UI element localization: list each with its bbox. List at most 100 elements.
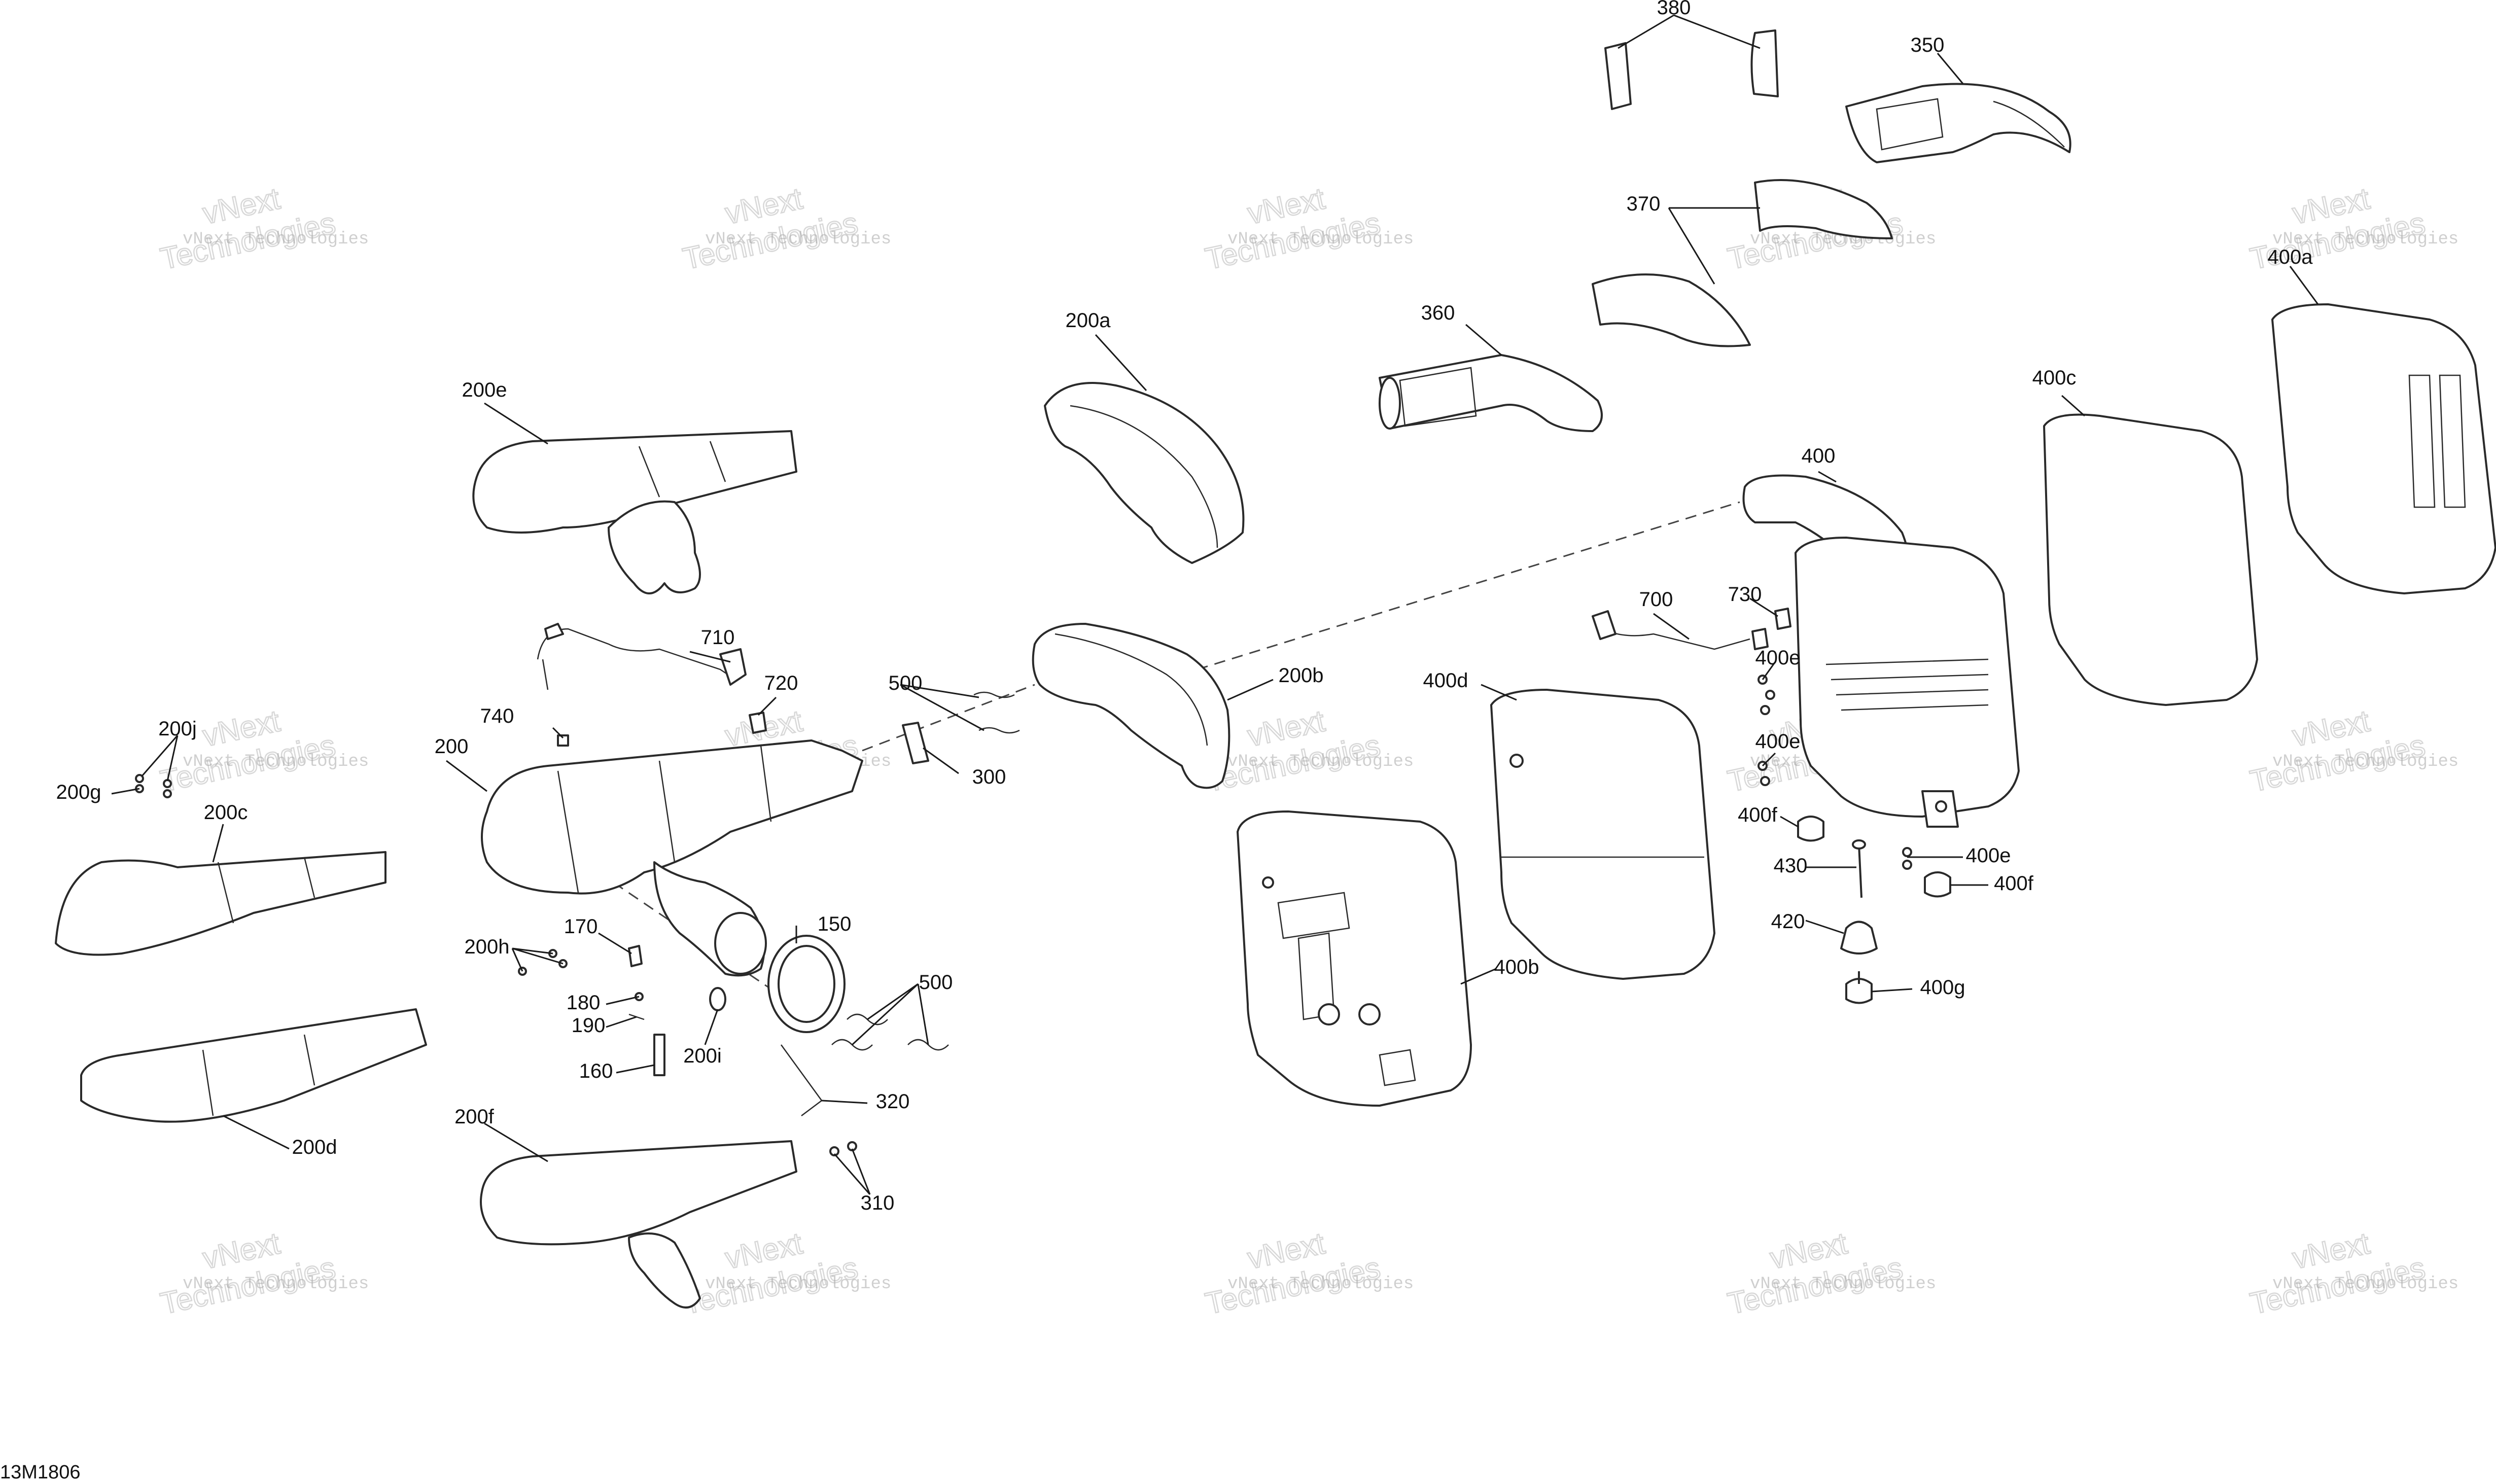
part-400-canister	[1742, 474, 2020, 828]
part-200i-grommet	[709, 987, 726, 1011]
part-360-pipe	[1379, 354, 1603, 432]
callout-300: 300	[972, 766, 1006, 788]
part-430-bolt	[1852, 839, 1866, 898]
watermark: vNext Technologies vNext Technologies	[1202, 1225, 1414, 1321]
callout-200b: 200b	[1279, 664, 1324, 687]
svg-text:vNext Technologies: vNext Technologies	[183, 230, 369, 249]
part-400a-cover	[2271, 303, 2496, 594]
callout-400f-left: 400f	[1738, 804, 1778, 826]
part-200f-shell	[480, 1140, 797, 1309]
callout-740: 740	[480, 705, 514, 727]
callout-320: 320	[876, 1090, 910, 1113]
watermark: vNext Technologies vNext Technologies	[1202, 181, 1414, 276]
callout-200h: 200h	[465, 936, 510, 958]
part-200e-shell	[472, 430, 797, 594]
part-200d-shell	[80, 1008, 427, 1123]
callout-710: 710	[701, 626, 735, 649]
watermark: vNext Technologies vNext Technologies	[1724, 1225, 1936, 1321]
part-400f-nut-left	[1797, 816, 1824, 842]
svg-text:vNext Technologies: vNext Technologies	[705, 1275, 891, 1294]
svg-text:vNext Technologies: vNext Technologies	[1227, 752, 1414, 771]
part-700-sensor	[1592, 610, 1769, 650]
part-200b-shield	[1032, 623, 1231, 789]
callout-400e-upper: 400e	[1755, 647, 1801, 669]
callout-720: 720	[764, 672, 798, 694]
part-420-grommet	[1840, 921, 1878, 955]
part-400d-cover	[1490, 689, 1715, 980]
watermark: vNext Technologies vNext Technologies	[2246, 181, 2458, 276]
svg-text:vNext Technologies: vNext Technologies	[2272, 752, 2458, 771]
callout-370: 370	[1627, 193, 1661, 215]
part-200c-shell	[55, 851, 386, 956]
part-400e-washers-left	[1757, 675, 1775, 715]
part-200a-shield	[1044, 382, 1245, 564]
svg-text:vNext Technologies: vNext Technologies	[705, 230, 891, 249]
alignment-line-200-300	[862, 684, 1035, 752]
svg-text:vNext Technologies: vNext Technologies	[1227, 230, 1414, 249]
watermark: vNext Technologies vNext Technologies	[679, 1225, 891, 1321]
svg-text:vNext Technologies: vNext Technologies	[2272, 230, 2458, 249]
part-720-bolt	[749, 712, 767, 734]
part-500-springs-lower	[831, 1013, 949, 1051]
callout-430: 430	[1774, 855, 1808, 877]
callout-200d: 200d	[292, 1136, 337, 1158]
callout-400e-mid: 400e	[1755, 730, 1801, 753]
svg-text:vNext Technologies: vNext Technologies	[183, 1275, 369, 1294]
svg-text:vNext Technologies: vNext Technologies	[1750, 1275, 1936, 1294]
callout-200j: 200j	[158, 718, 197, 740]
part-350-heat-shield	[1845, 83, 2071, 163]
callout-170: 170	[564, 915, 598, 938]
part-740-clip	[557, 734, 569, 747]
watermark: vNext Technologies vNext Technologies	[2246, 703, 2458, 799]
callout-350: 350	[1911, 34, 1945, 56]
watermark: vNext Technologies vNext Technologies	[679, 181, 891, 276]
callout-labels: 380 350 370 360 400a 400c 400 200a 200e …	[56, 0, 2313, 1214]
callout-500-lower: 500	[919, 971, 953, 994]
watermark: vNext Technologies vNext Technologies	[157, 181, 369, 276]
part-380-clips	[1604, 29, 1779, 110]
callout-400g: 400g	[1920, 976, 1965, 999]
callout-500-upper: 500	[889, 672, 923, 694]
callout-200c: 200c	[204, 801, 248, 824]
part-500-springs-upper	[973, 691, 1020, 734]
part-400g-mount	[1845, 971, 1873, 1004]
callout-360: 360	[1421, 302, 1455, 324]
callout-200a: 200a	[1066, 309, 1111, 332]
svg-text:vNext Technologies: vNext Technologies	[1227, 1275, 1414, 1294]
callout-400e-right: 400e	[1966, 844, 2011, 867]
leader-lines	[111, 14, 2319, 1195]
part-320-hook	[780, 1044, 823, 1116]
part-150-clamp	[767, 935, 846, 1033]
svg-text:vNext Technologies: vNext Technologies	[2272, 1275, 2458, 1294]
watermark: vNext Technologies vNext Technologies	[157, 703, 369, 799]
watermark-grid: vNext Technologies vNext Technologies vN…	[157, 181, 2458, 1321]
callout-200: 200	[435, 735, 469, 758]
part-310-bolts	[829, 1141, 857, 1156]
part-170-clip	[628, 945, 643, 967]
callout-160: 160	[579, 1060, 613, 1082]
part-160-bracket	[653, 1034, 665, 1076]
callout-200e: 200e	[462, 379, 507, 401]
callout-400c: 400c	[2032, 367, 2077, 389]
part-710-sensor-cable	[537, 623, 747, 690]
callout-190: 190	[572, 1014, 606, 1037]
callout-150: 150	[818, 913, 852, 935]
diagram-code: 13M1806	[0, 1462, 80, 1483]
callout-400: 400	[1802, 445, 1836, 467]
part-400b-cover	[1237, 810, 1472, 1107]
part-370-shields	[1592, 179, 1893, 347]
callout-310: 310	[861, 1192, 895, 1214]
callout-700: 700	[1639, 588, 1673, 611]
part-400c-cover	[2043, 413, 2258, 706]
part-400f-nut-right	[1924, 871, 1951, 898]
part-200-muffler	[481, 739, 863, 977]
callout-400f-right: 400f	[1994, 872, 2034, 895]
svg-text:vNext Technologies: vNext Technologies	[183, 752, 369, 771]
watermark: vNext Technologies vNext Technologies	[157, 1225, 369, 1321]
callout-420: 420	[1771, 910, 1805, 933]
watermark: vNext Technologies vNext Technologies	[2246, 1225, 2458, 1321]
part-400e-washers-right	[1902, 847, 1912, 870]
callout-400a: 400a	[2268, 246, 2313, 268]
part-300-gasket	[902, 722, 929, 764]
